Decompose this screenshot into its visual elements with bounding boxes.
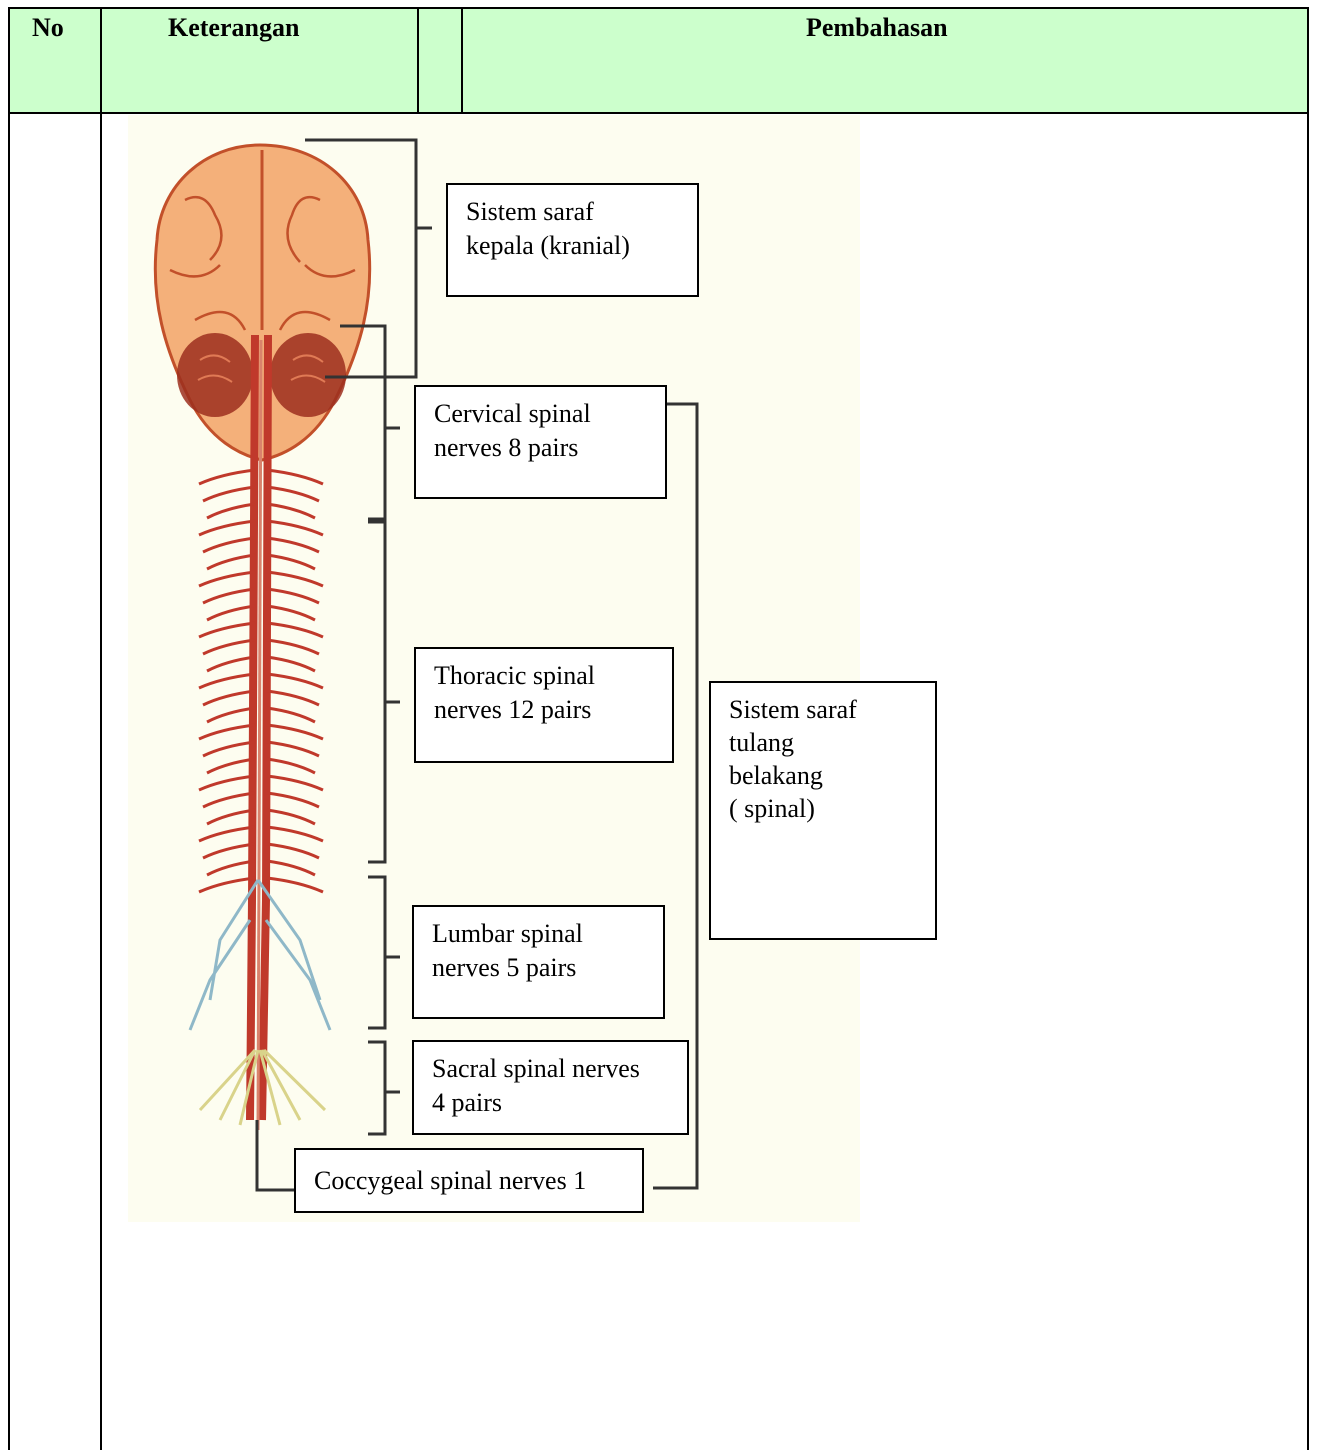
- spinal-nerve-branch: [199, 827, 255, 841]
- spinal-nerve-branch: [267, 742, 319, 756]
- brain-illustration: [155, 145, 369, 460]
- spinal-nerve-branch: [267, 827, 323, 841]
- label-cervical-nerves: Cervical spinal nerves 8 pairs: [414, 385, 667, 499]
- spinal-nerve-branch: [267, 878, 323, 892]
- spinal-nerve-branch: [267, 504, 315, 518]
- spinal-nerve-branch: [207, 657, 255, 671]
- label-cranial-nervous-system: Sistem saraf kepala (kranial): [446, 183, 699, 297]
- spinal-nerve-branch: [207, 810, 255, 824]
- spinal-nerve-branch: [199, 674, 255, 688]
- label-coccygeal-nerves: Coccygeal spinal nerves 1: [294, 1148, 644, 1213]
- spinal-nerve-branch: [207, 759, 255, 773]
- spinal-nerve-branch: [267, 521, 323, 535]
- spinal-nerve-branch: [267, 487, 319, 501]
- spinal-nerve-branch: [267, 555, 315, 569]
- spinal-nerve-branch: [267, 793, 319, 807]
- spinal-nerve-branch: [203, 589, 255, 603]
- spinal-nerve-branch: [267, 861, 315, 875]
- spinal-nerve-branch: [267, 657, 315, 671]
- spinal-nerve-branch: [267, 776, 323, 790]
- spinal-nerve-branch: [207, 708, 255, 722]
- spinal-cord-illustration: [190, 335, 330, 1130]
- spinal-nerve-branch: [267, 606, 315, 620]
- label-lumbar-nerves: Lumbar spinal nerves 5 pairs: [412, 905, 665, 1019]
- spinal-nerve-branch: [203, 538, 255, 552]
- spinal-nerve-branch: [267, 725, 323, 739]
- spinal-nerve-branch: [207, 606, 255, 620]
- spinal-nerve-branch: [267, 572, 323, 586]
- label-thoracic-nerves: Thoracic spinal nerves 12 pairs: [414, 647, 674, 763]
- spinal-nerve-branch: [267, 538, 319, 552]
- spinal-nerve-branch: [203, 691, 255, 705]
- spinal-nerve-branch: [199, 470, 255, 484]
- spinal-nerve-branch: [203, 742, 255, 756]
- spinal-nerve-branch: [203, 640, 255, 654]
- spinal-nerve-branch: [199, 623, 255, 637]
- spinal-nerve-branch: [203, 844, 255, 858]
- label-sacral-nerves: Sacral spinal nerves 4 pairs: [412, 1040, 689, 1135]
- spinal-nerve-branch: [203, 487, 255, 501]
- spinal-nerve-branch: [203, 793, 255, 807]
- spinal-nerve-branch: [207, 504, 255, 518]
- spinal-nerve-branch: [199, 725, 255, 739]
- spinal-nerve-branch: [267, 759, 315, 773]
- spinal-nerve-branch: [207, 861, 255, 875]
- spinal-nerve-branch: [267, 708, 315, 722]
- spinal-nerve-branch: [267, 691, 319, 705]
- spinal-nerve-branch: [207, 555, 255, 569]
- spinal-nerve-branch: [267, 640, 319, 654]
- spinal-nerve-branch: [267, 844, 319, 858]
- spinal-nerve-branch: [267, 470, 323, 484]
- spinal-nerve-branch: [199, 776, 255, 790]
- label-spinal-nervous-system: Sistem saraf tulang belakang ( spinal): [709, 681, 937, 940]
- spinal-nerve-branch: [267, 589, 319, 603]
- spinal-nerve-branch: [267, 674, 323, 688]
- spinal-nerve-branch: [267, 810, 315, 824]
- spinal-nerve-branch: [199, 521, 255, 535]
- spinal-nerve-branch: [267, 623, 323, 637]
- spinal-nerve-branch: [199, 572, 255, 586]
- spinal-nerve-branch: [199, 878, 255, 892]
